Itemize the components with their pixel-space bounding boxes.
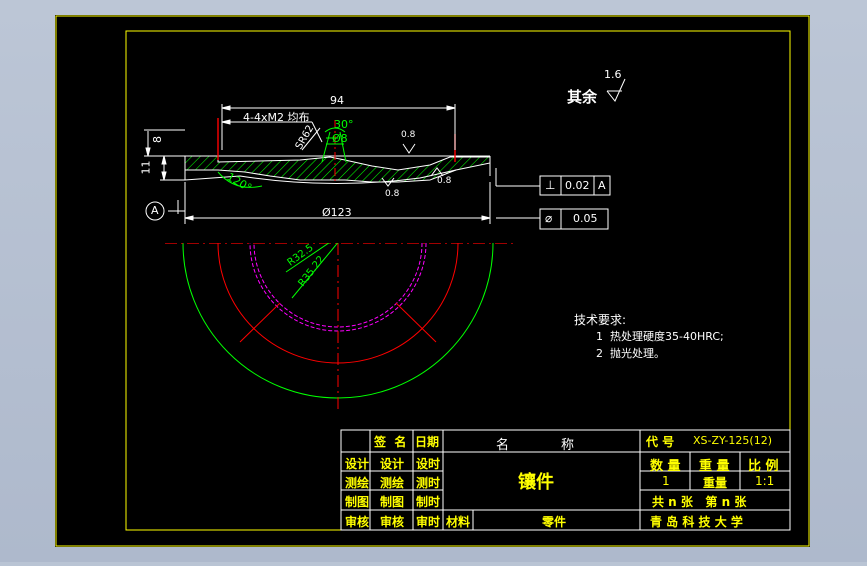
roughness-value-2: 0.8 [385, 189, 400, 199]
tech-req-item-2: 2 抛光处理。 [596, 347, 665, 360]
dim-angle-120: 120° [224, 170, 254, 195]
tb-sig-review: 审核 [380, 515, 405, 529]
tech-req-item-1: 1 热处理硬度35-40HRC; [596, 330, 724, 343]
tb-row-review: 审核 [345, 515, 370, 529]
roughness-value-1: 0.8 [401, 130, 416, 140]
tb-row-draw: 测绘 [345, 476, 370, 490]
roughness-rest-value: 1.6 [604, 68, 622, 81]
tb-date-draw: 测时 [416, 476, 441, 490]
tb-date-plot: 制时 [416, 495, 441, 509]
datum-label: A [151, 204, 159, 217]
tb-hdr-name-2: 称 [561, 438, 575, 453]
tb-hdr-qty: 数 量 [650, 459, 681, 474]
tb-school: 青 岛 科 技 大 学 [650, 515, 743, 529]
tb-hdr-code: 代 号 [646, 435, 675, 449]
tb-sheets: 共 n 张 第 n 张 [652, 495, 747, 509]
bolt-line-right [395, 302, 437, 343]
tol-dia-symbol: ⌀ [545, 211, 553, 225]
tol-perp-datum: A [598, 179, 606, 192]
radius-leader [291, 243, 339, 299]
tol-perp-value: 0.02 [565, 179, 590, 192]
dim-94: 94 [330, 94, 344, 107]
tb-row-design: 设计 [345, 457, 370, 471]
angle-30-arc [324, 127, 346, 133]
section-dimensions [144, 104, 540, 224]
roughness-symbols [381, 78, 626, 187]
title-block-lines [340, 429, 791, 531]
section-bottom-curve [184, 169, 457, 185]
outer-border [55, 15, 810, 547]
roughness-rest-label: 其余 [567, 88, 598, 106]
tb-weight-value: 重量 [703, 476, 728, 490]
tb-sig-design: 设计 [380, 457, 405, 471]
tb-date-review: 审时 [416, 515, 441, 529]
dim-dia-123: Ø123 [322, 206, 352, 219]
tolerance-frames [539, 175, 611, 230]
cone-line-r [339, 131, 347, 163]
tb-hdr-scale: 比 例 [748, 459, 779, 474]
dim-height-8: 8 [151, 136, 164, 143]
datum-circle [145, 201, 165, 221]
tb-hdr-name: 名 [496, 438, 510, 453]
tb-row-plot: 制图 [345, 495, 370, 509]
radius-leader-2 [285, 243, 330, 273]
tb-hdr-sign: 签 名 [374, 435, 407, 449]
tb-material-label: 材料 [446, 515, 471, 529]
model-space [55, 15, 810, 547]
dim-height-11: 11 [139, 160, 153, 175]
tol-dia-value: 0.05 [573, 212, 598, 225]
cone-line-l [321, 131, 331, 163]
tb-hdr-date: 日期 [415, 435, 440, 449]
tb-date-design: 设时 [416, 457, 441, 471]
tb-sig-plot: 制图 [380, 495, 405, 509]
tb-hdr-weight: 重 量 [699, 459, 730, 474]
tb-material-value: 零件 [542, 515, 567, 529]
tol-perp-symbol: ⊥ [545, 178, 556, 192]
dim-angle-30: 30° [334, 118, 354, 131]
tb-code-value: XS-ZY-125(12) [693, 434, 772, 447]
roughness-value-3: 0.8 [437, 176, 452, 186]
tech-req-title: 技术要求: [574, 313, 627, 327]
tb-sig-draw: 测绘 [380, 476, 405, 490]
tb-qty-value: 1 [662, 474, 670, 488]
bolt-line-left [239, 302, 281, 343]
plan-view [165, 243, 515, 410]
tb-part-name: 镶件 [518, 472, 554, 493]
dim-sr62: SR62 [293, 123, 317, 152]
dim-holes: 4-4xM2 均布 [243, 111, 310, 124]
dim-dia-8: Ø8 [332, 132, 348, 145]
tb-scale-value: 1:1 [755, 474, 775, 488]
